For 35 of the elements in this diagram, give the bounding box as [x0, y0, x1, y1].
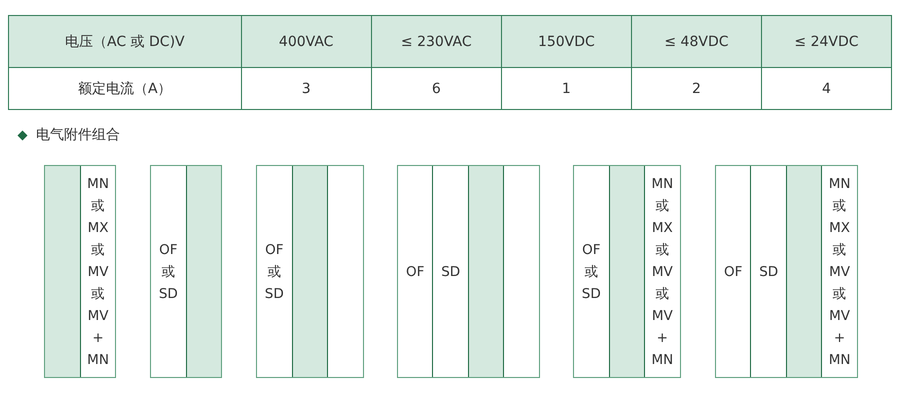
accessory-label: SD — [440, 262, 462, 282]
table-cell: 2 — [631, 68, 762, 110]
accessory-module-group — [397, 165, 540, 378]
accessory-module-group — [150, 165, 222, 378]
breaker-column — [292, 166, 328, 377]
table-cell: 1 — [501, 68, 632, 110]
accessory-label: MN 或 MX 或 MV 或 MV + MN — [650, 174, 674, 370]
breaker-column — [786, 166, 822, 377]
row-header-cell: 额定电流（A） — [8, 68, 242, 110]
accessory-label: SD — [758, 262, 780, 282]
accessory-label: OF — [723, 262, 744, 282]
table-cell: 6 — [371, 68, 502, 110]
accessory-module-group — [256, 165, 364, 378]
header-cell: 150VDC — [501, 16, 632, 68]
accessory-label: OF 或 SD — [580, 240, 602, 304]
row-header-cell: 电压（AC 或 DC)V — [8, 16, 242, 68]
header-cell: ≤ 24VDC — [761, 16, 892, 68]
accessory-module-group — [715, 165, 858, 378]
accessory-label: OF — [405, 262, 426, 282]
accessory-module-group — [573, 165, 681, 378]
breaker-column — [45, 166, 80, 377]
header-cell: ≤ 230VAC — [371, 16, 502, 68]
table-cell: 4 — [761, 68, 892, 110]
accessory-label: OF 或 SD — [158, 240, 179, 304]
breaker-column — [186, 166, 222, 377]
header-cell: ≤ 48VDC — [631, 16, 762, 68]
section-heading: 电气附件组合 — [36, 126, 120, 144]
breaker-column — [608, 166, 644, 377]
breaker-column — [468, 166, 504, 377]
accessory-label: MN 或 MX 或 MV 或 MV + MN — [86, 174, 110, 370]
header-cell: 400VAC — [241, 16, 372, 68]
accessory-label: MN 或 MX 或 MV 或 MV + MN — [828, 174, 852, 370]
accessory-module-group — [44, 165, 116, 378]
accessory-label: OF 或 SD — [264, 240, 285, 304]
table-cell: 3 — [241, 68, 372, 110]
